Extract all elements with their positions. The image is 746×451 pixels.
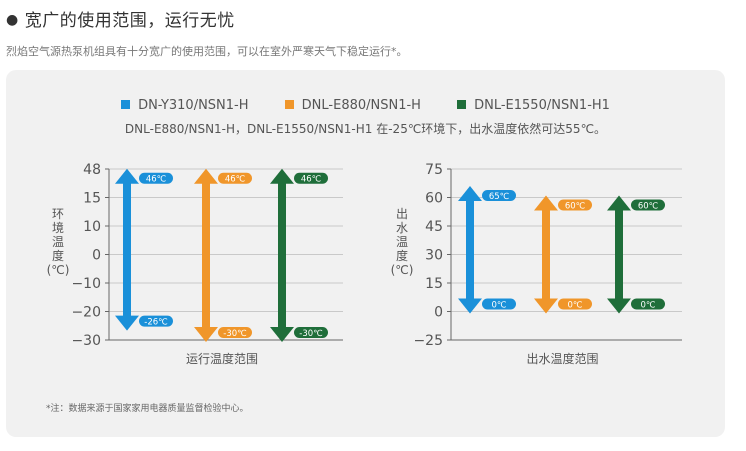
y-tick-label: −20: [71, 305, 101, 321]
min-value-badge: [631, 298, 665, 310]
y-tick-label: 30: [425, 248, 443, 264]
max-value-label: 60℃: [638, 202, 659, 212]
y-tick-label: 48: [83, 162, 101, 178]
y-tick-label: 60: [425, 191, 443, 207]
max-value-badge: [482, 190, 516, 201]
page-heading: ● 宽广的使用范围，运行无忧: [6, 6, 235, 31]
range-bar: [123, 182, 131, 317]
range-arrow-down: [534, 298, 558, 314]
range-arrow-up: [115, 168, 139, 184]
range-bar: [202, 182, 210, 328]
y-tick-label: −10: [71, 276, 101, 292]
legend-item-1: DN-Y310/NSN1-H: [121, 98, 249, 113]
min-value-badge: [294, 327, 328, 338]
min-value-label: -30℃: [223, 329, 247, 339]
y-axis-label: 境: [52, 220, 64, 235]
max-value-label: 46℃: [225, 175, 246, 185]
min-value-label: 0℃: [641, 301, 656, 311]
min-value-label: -26℃: [144, 318, 168, 328]
y-tick-label: 10: [83, 219, 101, 235]
legend-item-2: DNL-E880/NSN1-H: [284, 98, 421, 113]
min-value-badge: [482, 298, 516, 310]
y-tick-label: −30: [71, 333, 101, 349]
max-value-label: 46℃: [301, 175, 322, 185]
max-value-badge: [558, 199, 592, 211]
range-arrow-down: [458, 298, 482, 314]
range-bar: [615, 209, 623, 300]
y-tick-label: −25: [413, 333, 443, 349]
legend-swatch-2-icon: [284, 100, 294, 109]
min-value-label: 0℃: [492, 301, 507, 311]
range-arrow-down: [270, 327, 294, 342]
min-value-label: -30℃: [299, 329, 323, 339]
y-axis-label: 度: [396, 248, 408, 263]
chart-panel: DN-Y310/NSN1-H DNL-E880/NSN1-H DNL-E1550…: [6, 70, 725, 437]
min-value-badge: [218, 327, 252, 338]
min-value-badge: [558, 298, 592, 310]
footnote: *注：数据来源于国家家用电器质量监督检验中心。: [46, 404, 249, 414]
range-arrow-down: [194, 327, 218, 342]
heading-text: 宽广的使用范围，运行无忧: [24, 11, 235, 31]
range-arrow-up: [458, 186, 482, 201]
legend-item-3: DNL-E1550/NSN1-H1: [457, 98, 610, 113]
legend-label-1: DN-Y310/NSN1-H: [138, 98, 249, 113]
chart-legend: DN-Y310/NSN1-H DNL-E880/NSN1-H DNL-E1550…: [6, 98, 725, 113]
bullet-dot-icon: ●: [6, 12, 19, 28]
max-value-badge: [294, 172, 328, 184]
max-value-label: 46℃: [146, 175, 167, 185]
y-axis-label: 度: [52, 248, 64, 263]
y-axis-label: 温: [396, 235, 408, 249]
max-value-label: 65℃: [489, 192, 510, 202]
range-bar: [542, 209, 550, 300]
legend-label-2: DNL-E880/NSN1-H: [301, 98, 421, 113]
chart-note: DNL-E880/NSN1-H，DNL-E1550/NSN1-H1 在-25℃环…: [124, 122, 607, 136]
x-axis-label: 出水温度范围: [526, 351, 598, 366]
max-value-badge: [631, 199, 665, 211]
legend-swatch-1-icon: [121, 100, 131, 109]
y-tick-label: 45: [425, 219, 443, 235]
y-axis-label: 温: [52, 235, 64, 249]
x-axis-label: 运行温度范围: [186, 351, 258, 366]
y-tick-label: 15: [83, 191, 101, 207]
y-tick-label: 0: [92, 248, 101, 264]
max-value-badge: [139, 172, 173, 184]
range-bar: [278, 182, 286, 328]
y-axis-label: 水: [396, 221, 408, 235]
y-tick-label: 15: [425, 276, 443, 292]
range-arrow-down: [607, 298, 631, 314]
range-arrow-up: [607, 195, 631, 211]
range-charts: 4815100−10−20−30环境温度(℃)运行温度范围46℃-26℃46℃-…: [47, 162, 682, 366]
max-value-badge: [218, 172, 252, 184]
range-arrow-down: [115, 315, 139, 331]
range-arrow-up: [534, 195, 558, 211]
max-value-label: 60℃: [565, 202, 586, 212]
legend-label-3: DNL-E1550/NSN1-H1: [474, 98, 610, 113]
y-tick-label: 75: [425, 162, 443, 178]
min-value-label: 0℃: [568, 301, 583, 311]
min-value-badge: [139, 315, 173, 327]
y-axis-label: 环: [52, 207, 64, 221]
range-arrow-up: [194, 168, 218, 184]
y-axis-label: (℃): [391, 263, 414, 277]
legend-swatch-3-icon: [457, 100, 467, 109]
y-axis-label: (℃): [47, 263, 70, 277]
page-subtitle: 烈焰空气源热泵机组具有十分宽广的使用范围，可以在室外严寒天气下稳定运行*。: [6, 45, 408, 58]
y-axis-label: 出: [396, 207, 408, 221]
range-arrow-up: [270, 168, 294, 184]
range-bar: [466, 200, 474, 300]
y-tick-label: 0: [434, 305, 443, 321]
